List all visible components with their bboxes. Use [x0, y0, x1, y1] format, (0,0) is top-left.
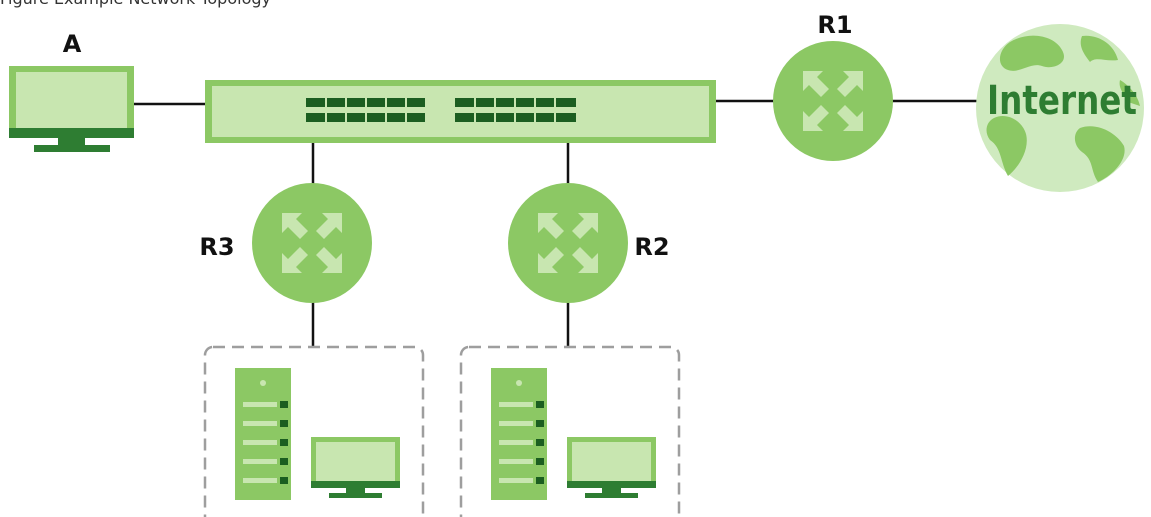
- internet: Internet: [976, 24, 1144, 192]
- switch-port-gaps: [325, 98, 556, 122]
- router-r1: R1: [773, 11, 893, 161]
- router-r3: R3: [199, 183, 372, 303]
- group-border: [203, 345, 425, 517]
- monitor-icon: [311, 437, 400, 498]
- router-r2-label: R2: [634, 233, 669, 261]
- switch: [205, 80, 716, 143]
- server-icon: [491, 368, 547, 500]
- host-a-label: A: [63, 30, 82, 58]
- router-r1-label: R1: [817, 11, 852, 39]
- internet-label: Internet: [987, 78, 1137, 124]
- router-icon: [508, 183, 628, 303]
- group-border: [459, 345, 681, 517]
- host-a: A: [9, 30, 134, 152]
- monitor-icon: [567, 437, 656, 498]
- server-icon: [235, 368, 291, 500]
- router-r3-label: R3: [199, 233, 234, 261]
- router-icon: [773, 41, 893, 161]
- device-group-left: [203, 345, 425, 517]
- monitor-icon: [9, 66, 134, 152]
- figure-caption: Figure Example Network Topology: [0, 0, 271, 8]
- device-group-right: [459, 345, 681, 517]
- globe-icon: [976, 24, 1144, 192]
- router-r2: R2: [508, 183, 670, 303]
- router-icon: [252, 183, 372, 303]
- switch-icon: [205, 80, 716, 143]
